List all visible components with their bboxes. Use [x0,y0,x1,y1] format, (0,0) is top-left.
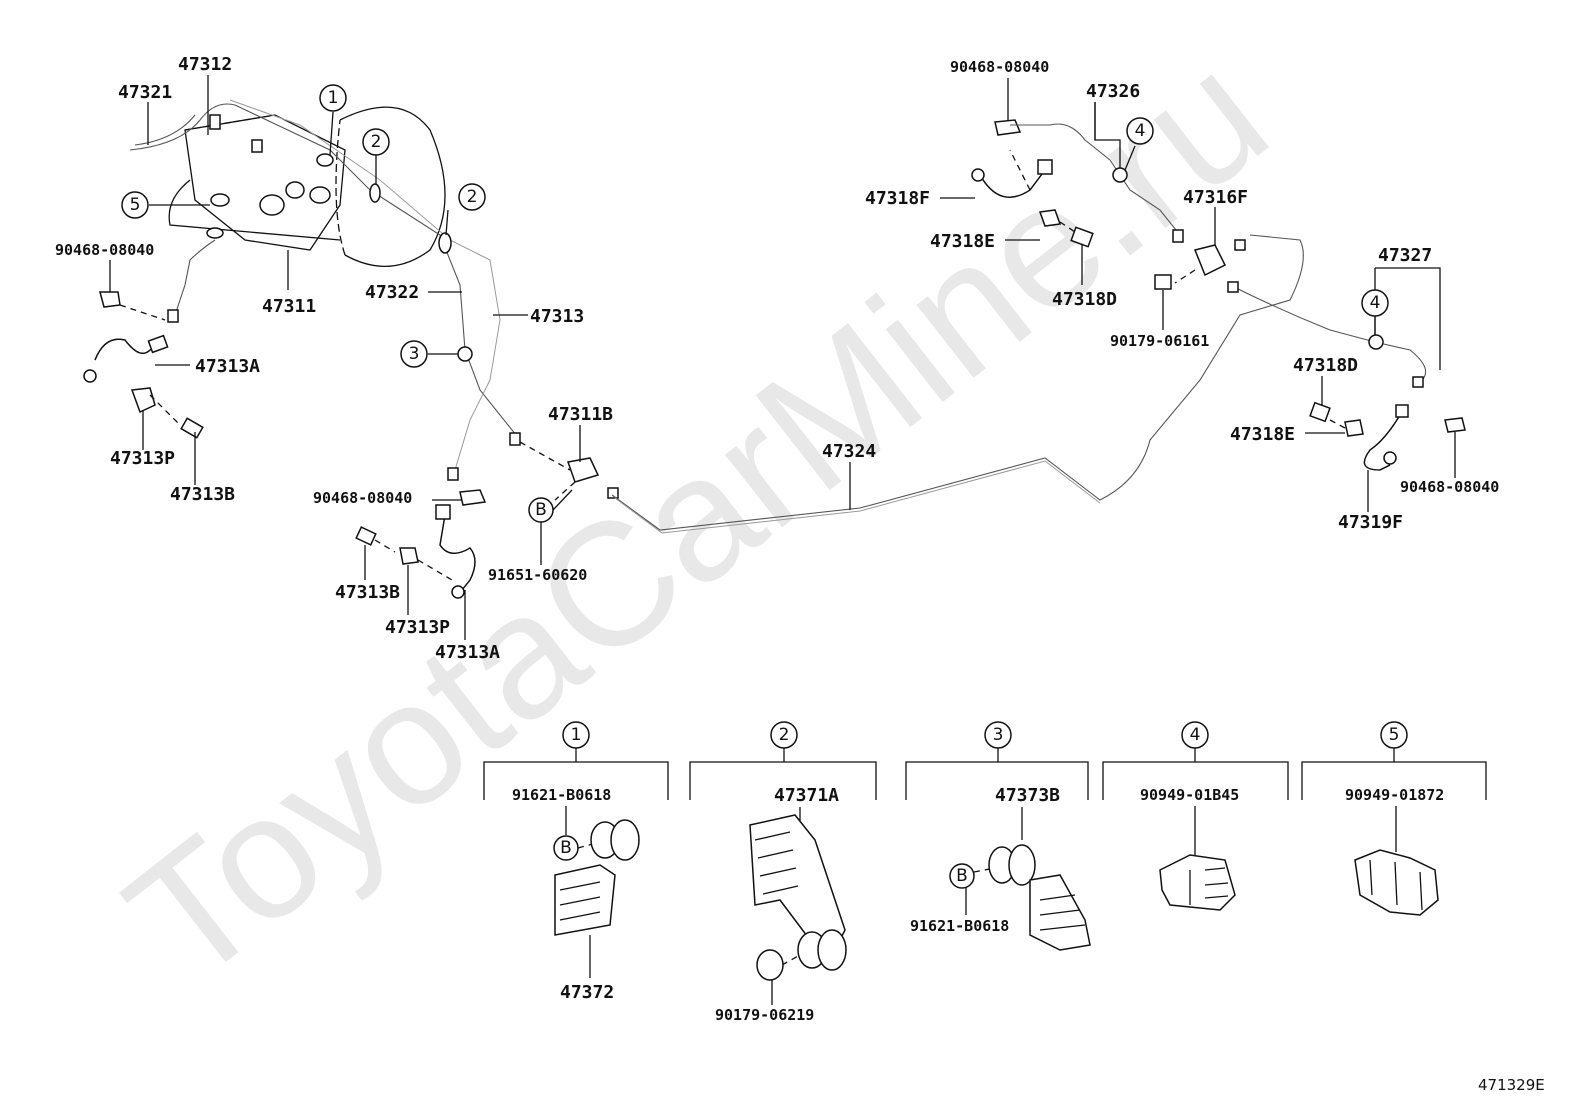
svg-text:4: 4 [1190,725,1201,745]
label-47326: 47326 [1086,81,1140,102]
svg-text:47371A: 47371A [774,785,839,806]
svg-text:1: 1 [328,88,339,108]
svg-text:91621-B0618: 91621-B0618 [512,786,611,804]
callout-4a: 4 [1126,117,1154,145]
label-47311: 47311 [262,296,316,317]
middle-hose-group [355,441,619,599]
svg-text:91621-B0618: 91621-B0618 [910,917,1009,935]
label-47318D-right: 47318D [1293,355,1358,376]
left-hose-group [83,291,204,439]
callout-B-mid: B [528,497,554,523]
label-47313B-left: 47313B [170,484,235,505]
svg-text:47373B: 47373B [995,785,1060,806]
svg-text:90949-01B45: 90949-01B45 [1140,786,1239,804]
detail-group-1: 1 91621-B0618 B 47372 [483,721,669,1003]
svg-text:3: 3 [993,725,1004,745]
label-90468-08040-top: 90468-08040 [950,58,1049,76]
label-90179-06161: 90179-06161 [1110,332,1209,350]
callout-5: 5 [121,191,149,219]
label-47316F: 47316F [1183,187,1248,208]
svg-text:90179-06219: 90179-06219 [715,1006,814,1024]
svg-text:5: 5 [1389,725,1400,745]
svg-text:4: 4 [1370,293,1381,313]
detail-group-4: 4 90949-01B45 [1102,721,1289,911]
label-47324: 47324 [822,441,876,462]
callout-1: 1 [319,84,347,112]
label-90468-08040-right: 90468-08040 [1400,478,1499,496]
callout-3: 3 [400,340,428,368]
label-47318E-right: 47318E [1230,424,1295,445]
label-47313P-mid: 47313P [385,617,450,638]
svg-text:4: 4 [1135,121,1146,141]
label-90468-08040-left: 90468-08040 [55,241,154,259]
label-90468-08040-mid: 90468-08040 [313,489,412,507]
label-47322: 47322 [365,282,419,303]
svg-text:1: 1 [571,725,582,745]
svg-text:B: B [535,500,547,520]
detail-group-2: 2 47371A 90179-06219 [689,721,877,1024]
callout-2a: 2 [362,128,390,156]
right-upper-group [971,119,1427,388]
label-47313A-left: 47313A [195,356,260,377]
pipe-47324 [611,234,1304,531]
svg-text:3: 3 [409,344,420,364]
label-47318D-top: 47318D [1052,289,1117,310]
label-47311B: 47311B [548,404,613,425]
label-47313P-left: 47313P [110,448,175,469]
label-47313: 47313 [530,306,584,327]
callout-4b: 4 [1361,289,1389,317]
svg-text:2: 2 [371,132,382,152]
label-47319F: 47319F [1338,512,1403,533]
detail-group-5: 5 90949-01872 [1301,721,1487,916]
leader-lines [109,75,1456,640]
label-91651-60620: 91651-60620 [488,566,587,584]
label-47318E-top: 47318E [930,231,995,252]
svg-text:B: B [956,866,968,886]
svg-text:B: B [560,838,572,858]
svg-text:2: 2 [779,725,790,745]
svg-text:5: 5 [130,195,141,215]
detail-group-3: 3 47373B B 91621-B0618 [905,721,1091,951]
callout-2b: 2 [458,183,486,211]
figure-code: 471329E [1478,1076,1545,1094]
label-47318F: 47318F [865,188,930,209]
abs-actuator-assembly [129,99,521,481]
svg-text:47372: 47372 [560,982,614,1003]
right-lower-group [1309,401,1466,471]
svg-text:2: 2 [467,187,478,207]
label-47313A-mid: 47313A [435,642,500,663]
label-47313B-mid: 47313B [335,582,400,603]
label-47327: 47327 [1378,245,1432,266]
svg-text:90949-01872: 90949-01872 [1345,786,1444,804]
label-47321: 47321 [118,82,172,103]
label-47312: 47312 [178,54,232,75]
